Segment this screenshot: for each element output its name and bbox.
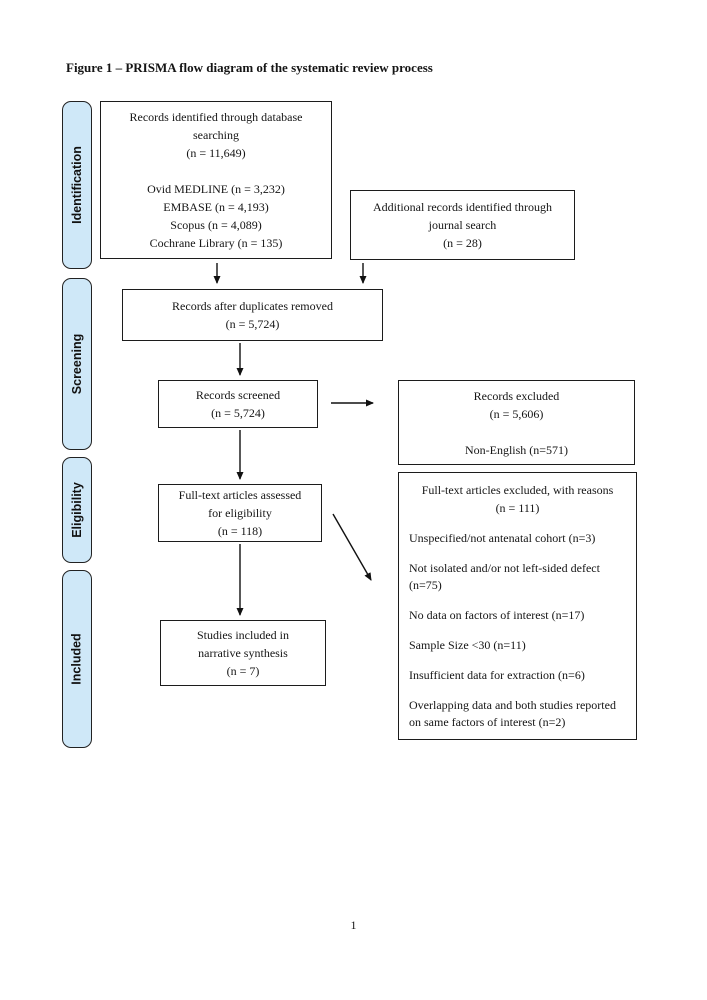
box-text-line: Cochrane Library (n = 135) bbox=[149, 236, 283, 250]
box-text-line: (n = 5,724) bbox=[211, 406, 265, 420]
box-records-screened: Records screened (n = 5,724) bbox=[158, 380, 318, 428]
exclusion-reason: No data on factors of interest (n=17) bbox=[409, 608, 585, 622]
box-text-line: journal search bbox=[428, 218, 497, 232]
stage-identification: Identification bbox=[62, 101, 92, 269]
box-text-line: (n = 111) bbox=[495, 501, 540, 515]
box-text-line: Full-text articles excluded, with reason… bbox=[421, 483, 614, 497]
box-text-line bbox=[403, 423, 630, 441]
box-studies-included: Studies included in narrative synthesis … bbox=[160, 620, 326, 686]
stage-screening: Screening bbox=[62, 278, 92, 450]
box-text-line: Full-text articles assessed bbox=[178, 488, 302, 502]
stage-identification-label: Identification bbox=[70, 146, 84, 224]
box-text-line: (n = 5,606) bbox=[489, 406, 544, 421]
box-text-line: Records identified through database bbox=[129, 110, 303, 124]
arrow-fulltext-to-excluded-reasons bbox=[332, 513, 372, 581]
box-text-line: (n = 118) bbox=[217, 524, 263, 538]
box-text-line: for eligibility bbox=[208, 506, 272, 520]
box-text-line: Studies included in bbox=[197, 628, 289, 642]
box-text-line: Records after duplicates removed bbox=[172, 299, 333, 313]
stage-eligibility-label: Eligibility bbox=[70, 482, 84, 538]
box-text-line: Additional records identified through bbox=[373, 200, 552, 214]
exclusion-reason: Overlapping data and both studies report… bbox=[409, 698, 616, 729]
box-additional-records: Additional records identified through jo… bbox=[350, 190, 575, 260]
exclusion-reason: Insufficient data for extraction (n=6) bbox=[409, 668, 585, 682]
box-records-identified: Records identified through database sear… bbox=[100, 101, 332, 259]
box-fulltext-assessed: Full-text articles assessed for eligibil… bbox=[158, 484, 322, 542]
box-text-line: Records screened bbox=[195, 388, 281, 402]
figure-title: Figure 1 – PRISMA flow diagram of the sy… bbox=[66, 60, 433, 75]
box-text-line: narrative synthesis bbox=[198, 646, 288, 660]
box-records-excluded: Records excluded (n = 5,606) Non-English… bbox=[398, 380, 635, 465]
box-text-line: Non-English (n=571) bbox=[464, 442, 569, 457]
box-duplicates-removed: Records after duplicates removed (n = 5,… bbox=[122, 289, 383, 341]
box-text-line: Ovid MEDLINE (n = 3,232) bbox=[147, 182, 285, 196]
box-text-line: Scopus (n = 4,089) bbox=[170, 218, 262, 232]
box-text-line: (n = 11,649) bbox=[186, 146, 246, 160]
box-text-line: (n = 28) bbox=[443, 236, 482, 250]
box-text-line: (n = 7) bbox=[226, 664, 260, 678]
box-text-line: Records excluded bbox=[473, 388, 560, 403]
box-text-line: (n = 5,724) bbox=[225, 317, 280, 331]
box-text-line: searching bbox=[193, 128, 239, 142]
stage-eligibility: Eligibility bbox=[62, 457, 92, 563]
exclusion-reason: Sample Size <30 (n=11) bbox=[409, 638, 526, 652]
exclusion-reason: Unspecified/not antenatal cohort (n=3) bbox=[409, 531, 596, 545]
box-fulltext-excluded: Full-text articles excluded, with reason… bbox=[398, 472, 637, 740]
stage-screening-label: Screening bbox=[70, 333, 84, 395]
box-text-line bbox=[105, 162, 327, 180]
page-number: 1 bbox=[350, 918, 357, 932]
exclusion-reason: Not isolated and/or not left-sided defec… bbox=[409, 561, 600, 592]
box-text-line: EMBASE (n = 4,193) bbox=[163, 200, 269, 214]
stage-included-label: Included bbox=[70, 633, 84, 685]
stage-included: Included bbox=[62, 570, 92, 748]
